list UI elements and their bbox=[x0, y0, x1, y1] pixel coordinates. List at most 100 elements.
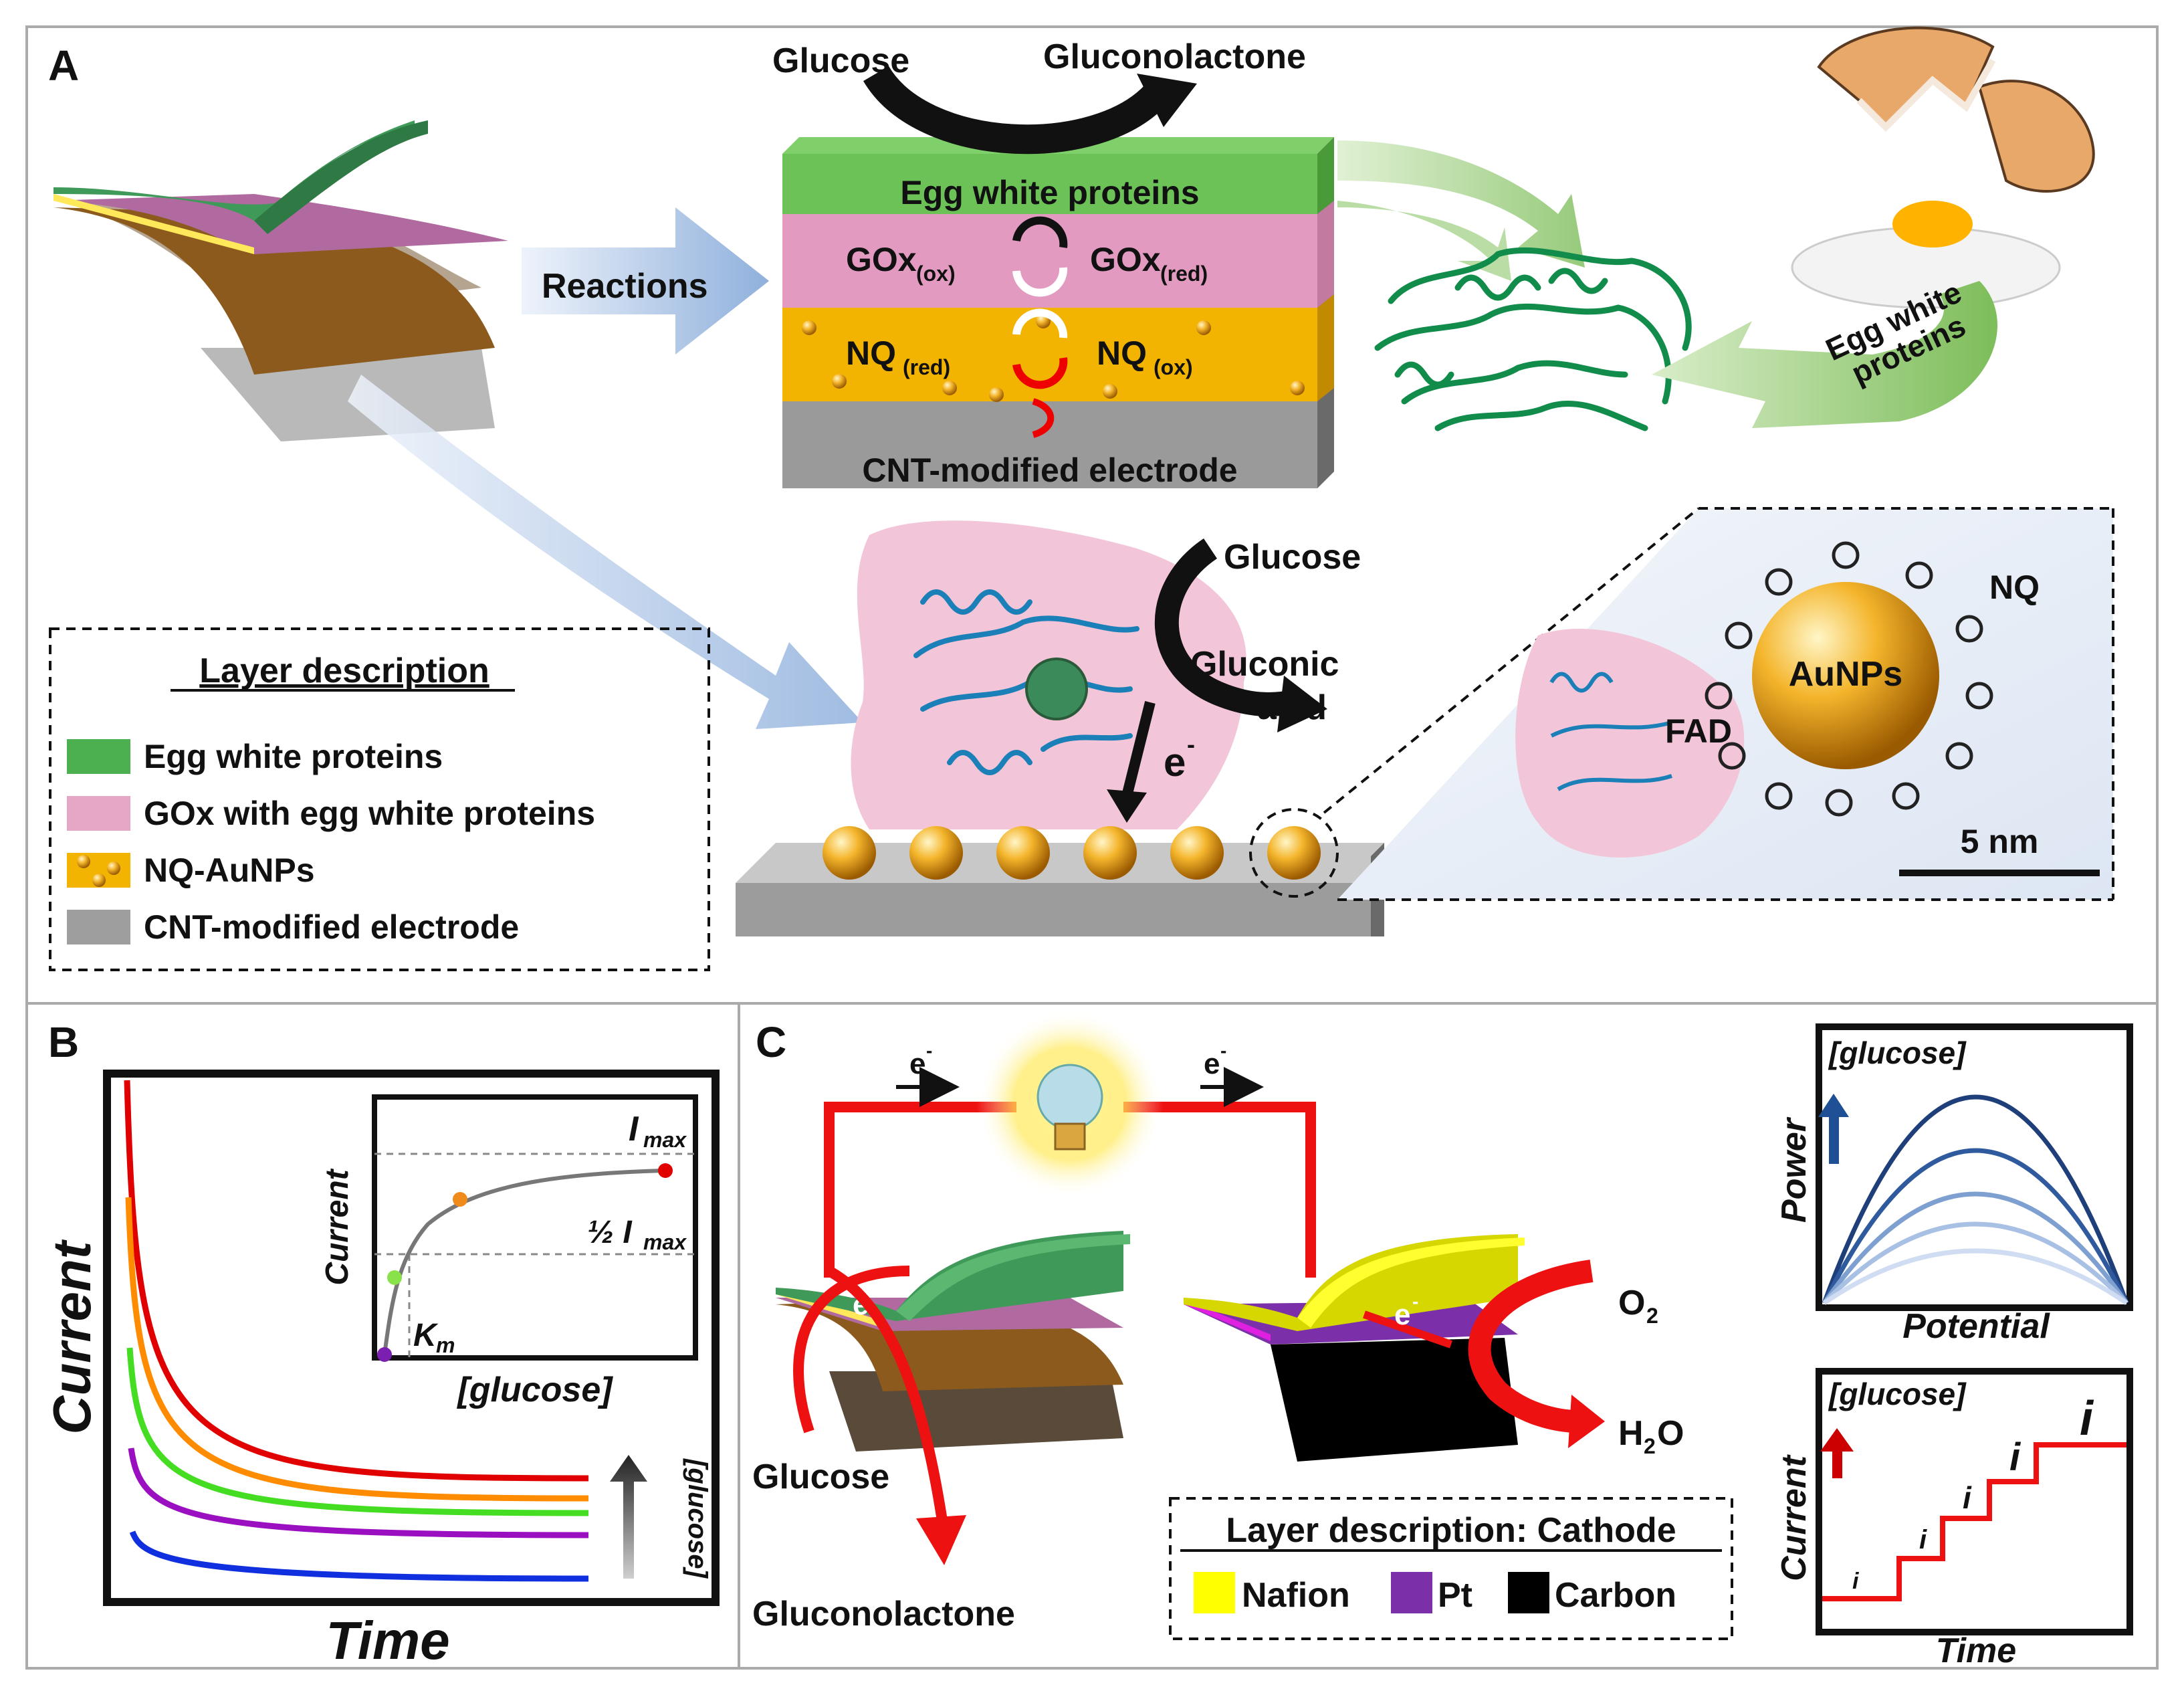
electron-transfer-arrowhead bbox=[1107, 789, 1147, 823]
reactions-label: Reactions bbox=[542, 267, 708, 306]
inset-frame bbox=[372, 1094, 698, 1361]
gox-reaction-arrowhead bbox=[1277, 676, 1327, 732]
fuel-cell-circuit bbox=[824, 1010, 1316, 1278]
legend-item-egg: Egg white proteins bbox=[144, 738, 443, 775]
decay-curve-1 bbox=[124, 1080, 589, 1482]
nq-red-subscript: (red) bbox=[903, 355, 950, 379]
step-label-4: i bbox=[2009, 1435, 2022, 1479]
panel-c-letter: C bbox=[756, 1018, 786, 1066]
power-curve-1 bbox=[1822, 1094, 2129, 1304]
anode-sheet bbox=[776, 1231, 1130, 1452]
step-label-3: i bbox=[1963, 1480, 1972, 1515]
curved-blue-arrow bbox=[348, 375, 863, 729]
inset-ylabel: Current bbox=[320, 1168, 355, 1285]
power-curve-5 bbox=[1823, 1248, 2128, 1305]
cathode-oxygen-arrowhead bbox=[1568, 1395, 1605, 1448]
gox-reaction-arrow bbox=[1154, 538, 1293, 716]
inset-half-sub: max bbox=[643, 1230, 687, 1254]
aunps-label: AuNPs bbox=[1789, 655, 1902, 694]
decay-curve-2 bbox=[125, 1197, 589, 1502]
decay-curve-4 bbox=[128, 1448, 589, 1538]
legend-item-gox: GOx with egg white proteins bbox=[144, 795, 595, 832]
anode-gluconolactone-label: Gluconolactone bbox=[752, 1595, 1015, 1633]
current-ylabel: Current bbox=[1775, 1454, 1814, 1581]
cathode-electron-arrow bbox=[1363, 1310, 1452, 1349]
panel-a-letter: A bbox=[48, 41, 79, 90]
h2o-subscript: 2 bbox=[1644, 1434, 1656, 1458]
cathode-electron-sup: - bbox=[1412, 1291, 1418, 1312]
gox-ox-label: GOx bbox=[846, 241, 917, 278]
power-up-arrow bbox=[1818, 1094, 1849, 1164]
cathode-legend-nafion: Nafion bbox=[1242, 1576, 1350, 1615]
current-plot-frame bbox=[1816, 1368, 2133, 1635]
anode-glucose-label: Glucose bbox=[752, 1458, 889, 1496]
figure-border bbox=[25, 25, 2159, 1670]
electrode-illustration bbox=[736, 520, 1384, 936]
inset-michaelis-curve bbox=[383, 1169, 666, 1355]
cathode-sheet bbox=[1184, 1234, 1525, 1462]
redox-cycle-arrows bbox=[1012, 216, 1068, 438]
cathode-legend: Layer description: Cathode Nafion Pt Car… bbox=[1169, 1497, 1733, 1640]
inset-km-label: K bbox=[413, 1318, 439, 1353]
legend-swatch-gox bbox=[67, 796, 130, 831]
panel-b-arrow-label: [glucose] bbox=[683, 1458, 712, 1579]
legend-item-nq: NQ-AuNPs bbox=[144, 852, 315, 889]
scale-bar-label: 5 nm bbox=[1961, 823, 2039, 860]
power-arrow-label: [glucose] bbox=[1828, 1035, 1967, 1070]
electrode-electron-sup: - bbox=[1187, 730, 1195, 758]
layered-sheet-illustration bbox=[53, 120, 508, 441]
cathode-legend-pt: Pt bbox=[1438, 1576, 1472, 1615]
layer-legend: Layer description Egg white proteins GOx… bbox=[49, 627, 710, 971]
current-step-line bbox=[1822, 1442, 2126, 1601]
green-arrow-upper bbox=[1337, 140, 1585, 268]
electrode-gluconic-label-2: acid bbox=[1257, 688, 1327, 727]
nq-beads bbox=[802, 314, 1305, 402]
cathode-swatch-carbon bbox=[1508, 1572, 1549, 1613]
anode-product-arrow bbox=[827, 1266, 948, 1526]
fad-label: FAD bbox=[1665, 712, 1732, 750]
egg-white-arrow bbox=[1652, 281, 1997, 428]
circuit-electron-sup-left: - bbox=[926, 1040, 932, 1061]
legend-item-cnt: CNT-modified electrode bbox=[144, 908, 519, 946]
current-up-arrow bbox=[1820, 1428, 1854, 1478]
circuit-electron-label-right: e bbox=[1204, 1048, 1220, 1080]
glucose-oxidation-arrowhead bbox=[1137, 74, 1197, 127]
panel-b-letter: B bbox=[48, 1018, 79, 1066]
zoom-inset bbox=[1323, 507, 2114, 901]
inset-point-1 bbox=[377, 1347, 392, 1362]
legend-swatch-cnt bbox=[67, 910, 130, 944]
circuit-electron-label-left: e bbox=[909, 1048, 925, 1080]
inset-km-sub: m bbox=[436, 1333, 455, 1357]
legend-swatch-egg bbox=[67, 739, 130, 774]
egg-illustration bbox=[1791, 26, 2095, 309]
o2-label: O bbox=[1618, 1284, 1645, 1322]
power-curve-4 bbox=[1822, 1221, 2128, 1305]
inset-point-2 bbox=[387, 1270, 402, 1285]
protein-structure bbox=[1374, 247, 1692, 431]
anode-electron-sup: - bbox=[871, 1281, 877, 1302]
anode-glucose-arrow bbox=[793, 1266, 910, 1433]
gox-red-label: GOx bbox=[1090, 241, 1161, 278]
gox-protein-structure bbox=[913, 589, 1139, 775]
cnt-layer-label: CNT-modified electrode bbox=[862, 452, 1237, 489]
power-curve-3 bbox=[1822, 1191, 2128, 1305]
stack-gluconolactone-label: Gluconolactone bbox=[1043, 37, 1306, 76]
nq-ox-label: NQ bbox=[1097, 334, 1147, 372]
nq-red-label: NQ bbox=[846, 334, 896, 372]
step-label-1: i bbox=[1852, 1569, 1860, 1594]
gox-red-subscript: (red) bbox=[1160, 262, 1208, 286]
inset-imax-sub: max bbox=[643, 1128, 687, 1152]
anode-product-arrowhead bbox=[916, 1515, 966, 1565]
decay-curve-3 bbox=[126, 1347, 589, 1516]
electrode-electron-label: e bbox=[1164, 740, 1186, 785]
h2o-o-label: O bbox=[1657, 1414, 1684, 1453]
o2-subscript: 2 bbox=[1646, 1304, 1658, 1328]
cathode-swatch-pt bbox=[1391, 1572, 1432, 1613]
egg-white-layer-label: Egg white proteins bbox=[900, 174, 1199, 211]
decay-curves bbox=[124, 1080, 589, 1582]
cathode-swatch-nafion bbox=[1194, 1572, 1235, 1613]
current-xlabel: Time bbox=[1936, 1631, 2016, 1670]
h2o-h-label: H bbox=[1618, 1414, 1644, 1453]
nq-label: NQ bbox=[1989, 569, 2040, 606]
